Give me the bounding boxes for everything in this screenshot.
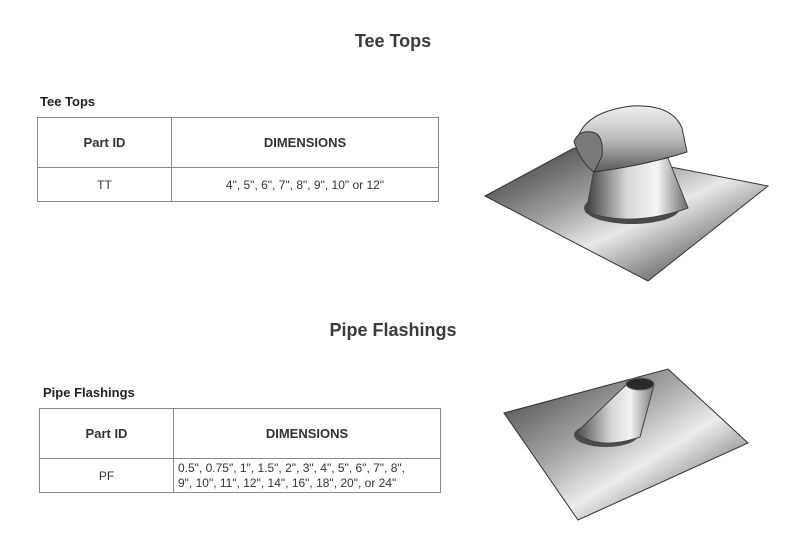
table-header-row: Part ID DIMENSIONS [37, 117, 439, 168]
dimensions-line-1: 0.5", 0.75", 1", 1.5", 2", 3", 4", 5", 6… [178, 460, 405, 475]
pipe-flashings-heading: Pipe Flashings [329, 320, 457, 340]
dimensions-header: DIMENSIONS [171, 117, 439, 168]
dimensions-header: DIMENSIONS [173, 408, 441, 459]
pipe-flashings-table: Part ID DIMENSIONS PF 0.5", 0.75", 1", 1… [39, 408, 441, 493]
part-id-cell: PF [39, 458, 174, 493]
table-row: PF 0.5", 0.75", 1", 1.5", 2", 3", 4", 5"… [39, 458, 441, 493]
table-row: TT 4", 5", 6", 7", 8", 9", 10" or 12" [37, 167, 439, 202]
table-header-row: Part ID DIMENSIONS [39, 408, 441, 459]
tee-tops-heading: Tee Tops [354, 31, 432, 51]
tee-tops-table: Part ID DIMENSIONS TT 4", 5", 6", 7", 8"… [37, 117, 439, 202]
dimensions-cell: 4", 5", 6", 7", 8", 9", 10" or 12" [171, 167, 439, 202]
tee-top-illustration [483, 105, 770, 282]
part-id-header: Part ID [37, 117, 172, 168]
dimensions-cell: 0.5", 0.75", 1", 1.5", 2", 3", 4", 5", 6… [173, 458, 441, 493]
dimensions-line-2: 9", 10", 11", 12", 14", 16", 18", 20", o… [178, 475, 397, 490]
pipe-flashings-subheading: Pipe Flashings [43, 385, 135, 400]
tee-tops-subheading: Tee Tops [40, 94, 96, 109]
pipe-flashing-illustration [503, 368, 749, 521]
part-id-header: Part ID [39, 408, 174, 459]
part-id-cell: TT [37, 167, 172, 202]
